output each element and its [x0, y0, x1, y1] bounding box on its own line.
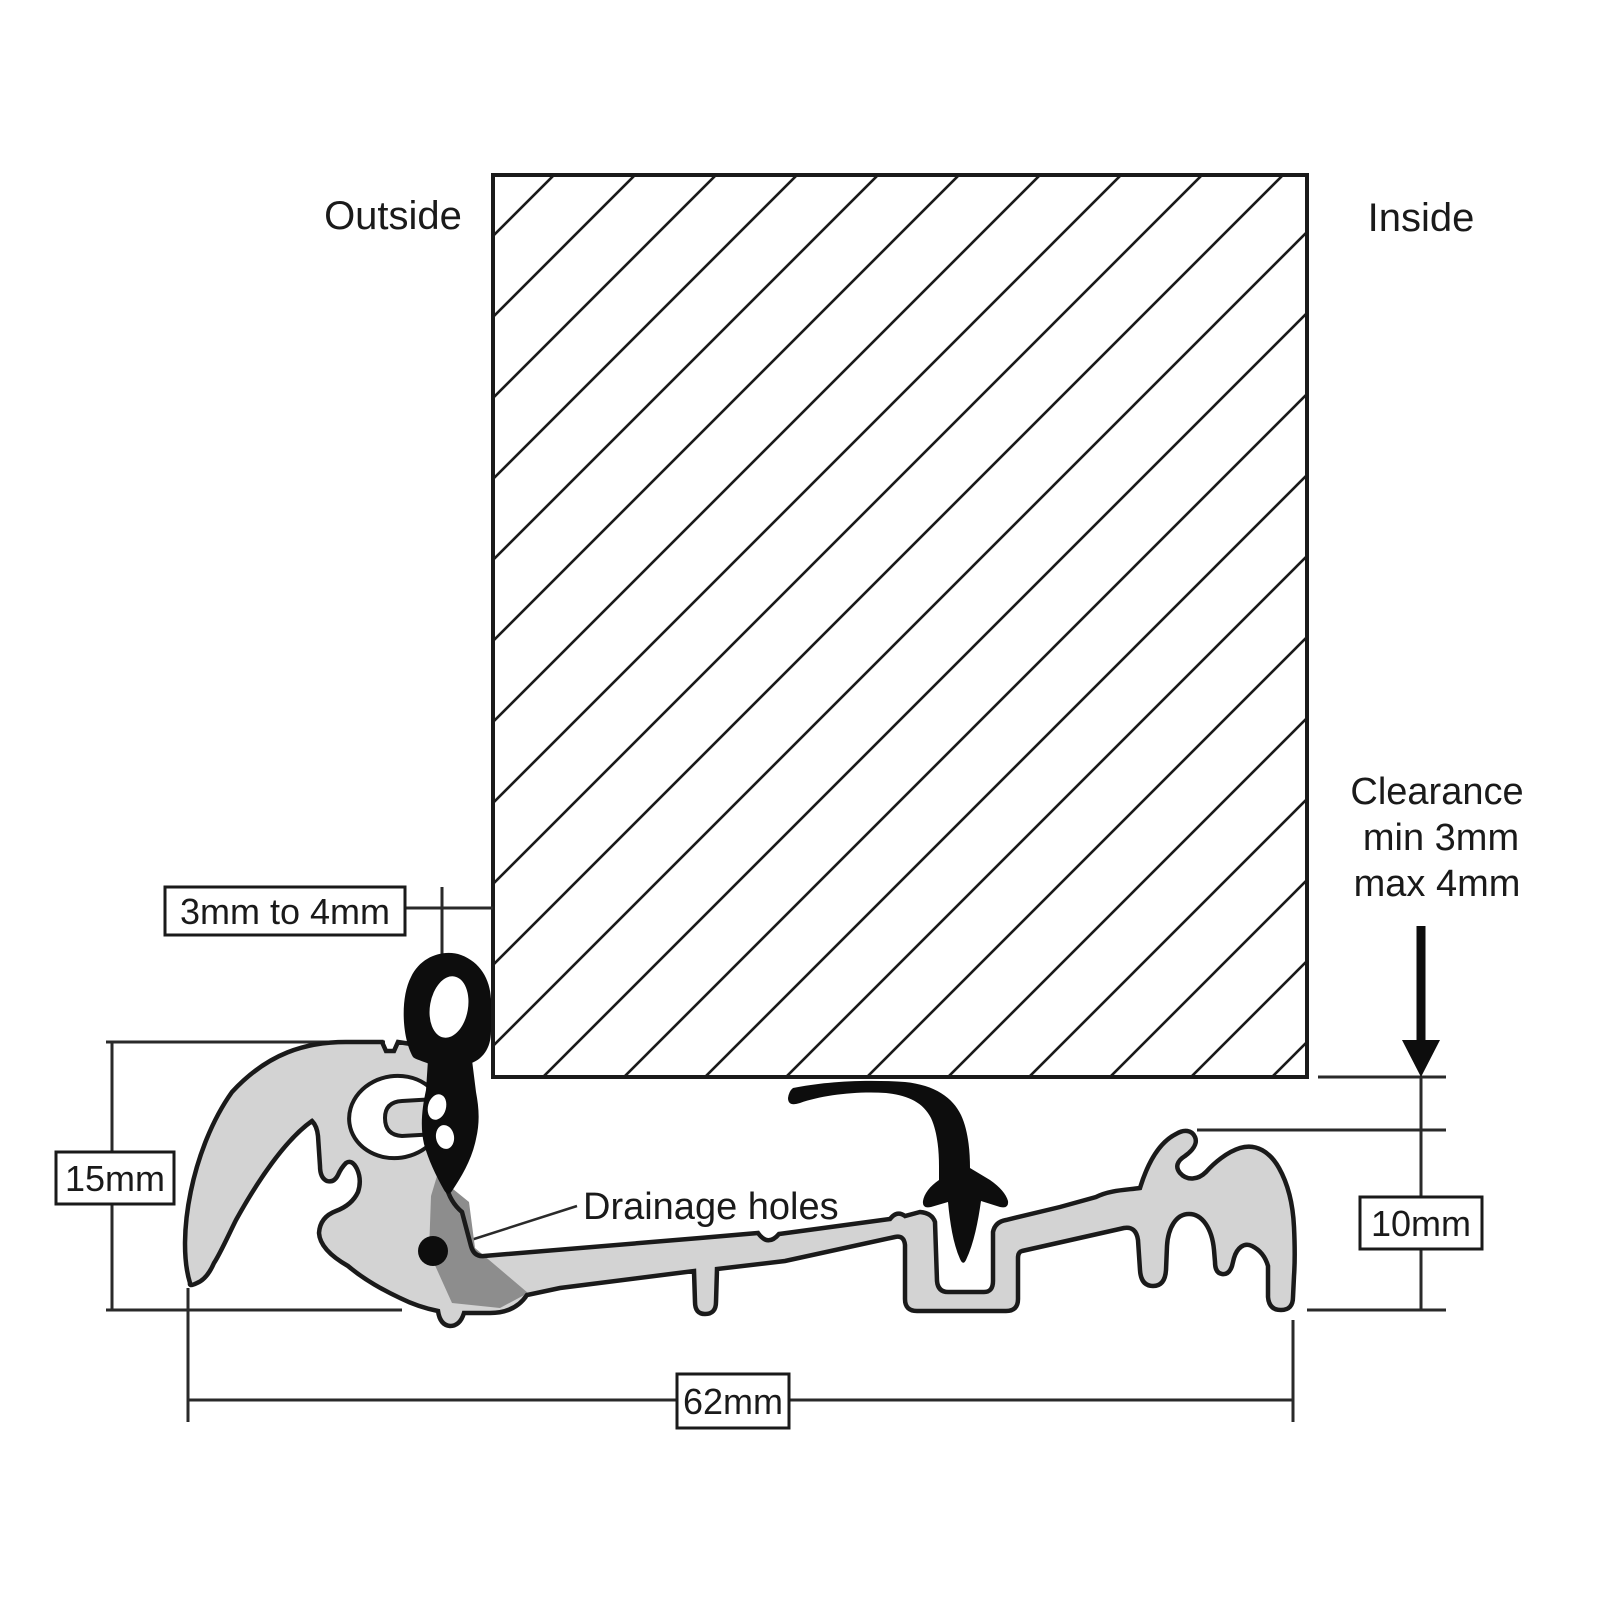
dim-gap-label: 3mm to 4mm	[163, 885, 407, 937]
drainage-label: Drainage holes	[583, 1186, 839, 1228]
dim-62mm-text: 62mm	[683, 1381, 783, 1422]
dim-10mm-lines	[1197, 1077, 1446, 1312]
dim-15mm-label: 15mm	[54, 1150, 176, 1206]
door-panel	[491, 173, 1309, 1079]
dim-15mm-text: 15mm	[65, 1158, 165, 1199]
outside-label: Outside	[324, 194, 462, 238]
door-hatching	[495, 177, 1305, 1075]
dim-62mm-label: 62mm	[675, 1372, 791, 1430]
drainage-hole-dot	[418, 1236, 448, 1266]
threshold-profile	[182, 1039, 1297, 1329]
dimension-labels: 3mm to 4mm 15mm 62mm 10mm	[54, 885, 1484, 1430]
dim-gap-text: 3mm to 4mm	[180, 891, 390, 932]
drainage-web	[429, 1176, 528, 1308]
dim-10mm-label: 10mm	[1358, 1195, 1484, 1251]
clearance-note: Clearance min 3mm max 4mm	[1350, 771, 1523, 905]
dim-10mm-text: 10mm	[1371, 1203, 1471, 1244]
clearance-line3: max 4mm	[1354, 863, 1521, 905]
threshold-body	[185, 1042, 1295, 1326]
inner-rubber-seal	[788, 1080, 1009, 1263]
clearance-arrow	[1402, 926, 1440, 1077]
outer-rubber-seal	[403, 952, 491, 1194]
threshold-outline	[182, 1039, 1297, 1329]
clearance-line2: min 3mm	[1363, 817, 1519, 859]
clearance-line1: Clearance	[1350, 771, 1523, 813]
inside-label: Inside	[1368, 196, 1475, 240]
